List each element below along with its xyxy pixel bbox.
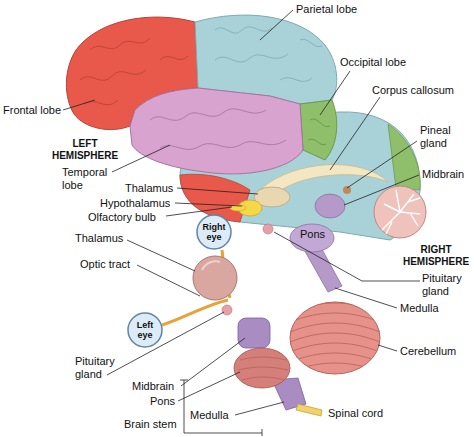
part-label: Pituitary gland	[75, 355, 125, 381]
bracket-tick	[262, 429, 263, 436]
leader-line	[344, 175, 419, 205]
eye-label: Right eye	[199, 222, 229, 242]
leader-line	[112, 145, 170, 172]
part-label: Parietal lobe	[296, 3, 357, 16]
part-label: Occipital lobe	[340, 56, 406, 69]
part-label: Pineal gland	[420, 124, 468, 150]
leader-line	[166, 207, 232, 216]
part-label: Midbrain	[422, 168, 464, 181]
eye-circle: Left eye	[127, 312, 163, 348]
arbor-vitae	[382, 190, 420, 234]
thalamus-shine	[202, 261, 220, 270]
leader-line	[175, 203, 242, 206]
leader-line	[378, 345, 397, 351]
leader-line	[178, 372, 240, 401]
pons-lower-stripes	[238, 357, 288, 380]
part-label: Frontal lobe	[3, 104, 61, 117]
leader-line	[107, 312, 224, 375]
part-label: Brain stem	[124, 418, 177, 431]
midbrain-shape	[315, 194, 345, 218]
leader-line	[137, 265, 200, 296]
cerebellum-shape	[290, 302, 380, 374]
part-label: Hypothalamus	[100, 197, 170, 210]
pons-lower-shape	[234, 348, 290, 388]
leader-line	[181, 338, 245, 386]
brain-stem-bracket	[184, 380, 262, 433]
hemisphere-label: RIGHT HEMISPHERE	[402, 244, 470, 268]
exploded-structures	[162, 250, 380, 416]
eye-ball	[128, 313, 162, 347]
part-label: Pons	[300, 228, 325, 241]
part-label: Olfactory bulb	[88, 211, 156, 224]
pituitary-shape	[263, 224, 273, 234]
leader-line	[274, 232, 420, 281]
gyri	[80, 27, 330, 150]
part-label: Temporal lobe	[62, 166, 114, 192]
part-label: Corpus callosum	[372, 84, 454, 97]
cerebellum-folia	[290, 303, 380, 372]
leader-line	[235, 402, 284, 415]
eye-text-holder: Right eye	[196, 214, 232, 250]
eye-ball	[197, 215, 231, 249]
part-label: Spinal cord	[328, 407, 383, 420]
spinal-cord-shape	[296, 404, 322, 416]
hemisphere-label: LEFT HEMISPHERE	[46, 138, 124, 162]
eye-circle: Right eye	[196, 214, 232, 250]
midbrain-lower-shape	[238, 318, 270, 348]
pons-shape	[290, 224, 334, 252]
pituitary-lower-shape	[222, 305, 232, 315]
thalamus-ball	[193, 256, 237, 300]
temporal-lobe-shape	[130, 88, 303, 174]
eye-label: Left eye	[130, 320, 160, 340]
bracket-tick	[180, 380, 188, 381]
leader-line	[127, 240, 195, 271]
part-label: Medulla	[190, 409, 229, 422]
leader-line	[320, 71, 350, 115]
leader-line	[347, 141, 417, 188]
leader-line	[330, 97, 380, 170]
part-label: Medulla	[400, 302, 439, 315]
eye-text-holder: Left eye	[127, 312, 163, 348]
part-label: Cerebellum	[400, 345, 456, 358]
leader-line	[63, 100, 95, 110]
leader-line	[260, 10, 293, 40]
pineal-gland-shape	[343, 186, 351, 194]
occipital-lobe-shape	[300, 100, 337, 160]
leader-line	[335, 288, 397, 308]
part-label: Thalamus	[75, 232, 123, 245]
part-label: Midbrain	[132, 380, 174, 393]
cerebellum-section	[374, 186, 426, 238]
part-label: Pons	[150, 395, 175, 408]
leader-line	[177, 188, 258, 194]
part-label: Pituitary gland	[422, 272, 470, 298]
part-label: Optic tract	[80, 258, 130, 271]
leader-lines	[63, 10, 420, 436]
part-label: Thalamus	[125, 182, 173, 195]
